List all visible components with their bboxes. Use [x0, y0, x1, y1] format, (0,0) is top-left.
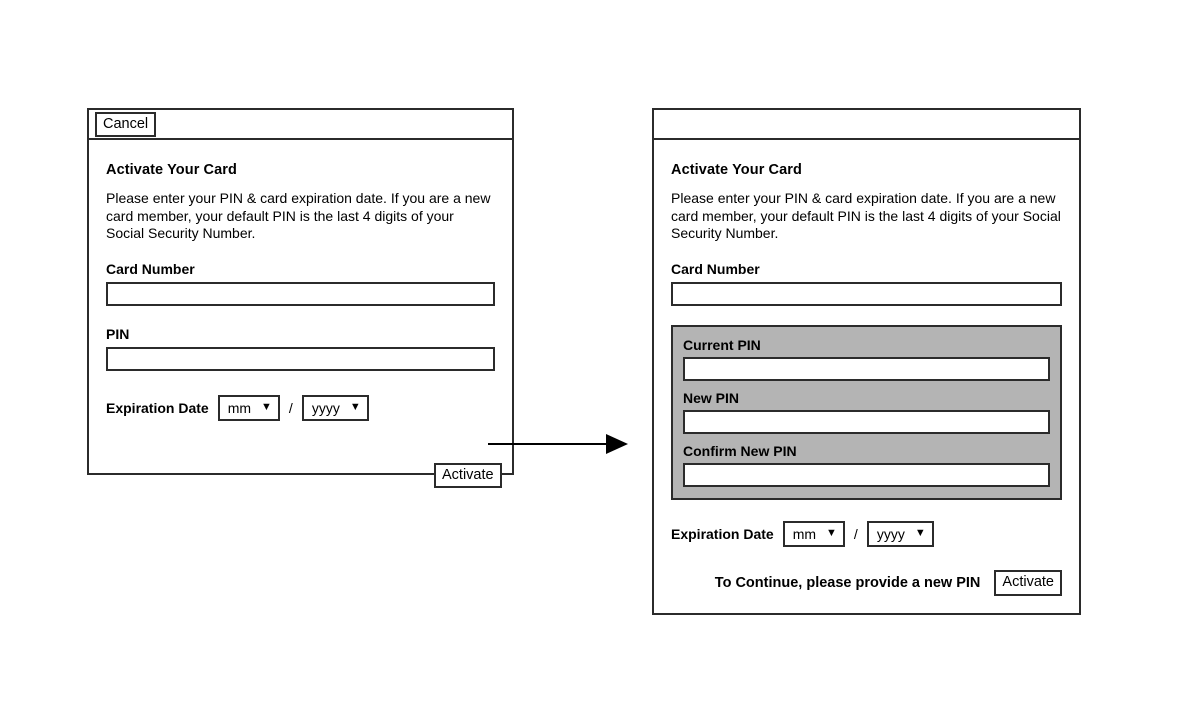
chevron-down-icon: ▼ [826, 527, 837, 539]
current-pin-input[interactable] [683, 356, 1050, 381]
cancel-button[interactable]: Cancel [95, 112, 157, 137]
expiration-date-row: Expiration Date mm ▼ / yyyy ▼ [671, 520, 1062, 547]
page-title: Activate Your Card [671, 162, 802, 178]
panel-body-left: Activate Your Card Please enter your PIN… [89, 140, 512, 488]
continue-message: To Continue, please provide a new PIN [714, 574, 981, 591]
card-number-input[interactable] [671, 281, 1062, 306]
chevron-down-icon: ▼ [349, 401, 361, 413]
flow-arrow [488, 434, 628, 454]
expiration-date-row: Expiration Date mm ▼ / yyyy ▼ [106, 394, 495, 421]
expiration-year-value: yyyy [876, 525, 905, 542]
expiration-month-value: mm [792, 525, 817, 542]
expiration-year-select[interactable]: yyyy ▼ [866, 520, 934, 547]
expiration-month-value: mm [227, 399, 252, 416]
date-separator: / [288, 399, 293, 416]
page-title: Activate Your Card [106, 162, 237, 178]
current-pin-label: Current PIN [683, 336, 761, 353]
chevron-down-icon: ▼ [914, 527, 926, 539]
pin-change-group: Current PIN New PIN Confirm New PIN [671, 324, 1062, 500]
panel-header-left: Cancel [89, 110, 512, 140]
card-number-label: Card Number [106, 260, 195, 277]
pin-input[interactable] [106, 346, 495, 371]
intro-text: Please enter your PIN & card expiration … [671, 190, 1061, 241]
expiration-month-select[interactable]: mm ▼ [782, 520, 845, 547]
expiration-date-label: Expiration Date [671, 525, 774, 542]
card-number-label: Card Number [671, 260, 760, 277]
panel-header-right [654, 110, 1079, 140]
confirm-new-pin-input[interactable] [683, 462, 1050, 487]
card-activation-panel-new-pin: Activate Your Card Please enter your PIN… [652, 108, 1081, 615]
expiration-year-value: yyyy [311, 399, 340, 416]
card-activation-panel-initial: Cancel Activate Your Card Please enter y… [87, 108, 514, 488]
new-pin-input[interactable] [683, 409, 1050, 434]
expiration-date-label: Expiration Date [106, 399, 209, 416]
panel-body-right: Activate Your Card Please enter your PIN… [654, 140, 1079, 613]
confirm-new-pin-label: Confirm New PIN [683, 442, 797, 459]
expiration-year-select[interactable]: yyyy ▼ [301, 394, 369, 421]
date-separator: / [853, 525, 858, 542]
intro-text: Please enter your PIN & card expiration … [106, 190, 491, 241]
pin-label: PIN [106, 325, 130, 342]
card-number-input[interactable] [106, 281, 495, 306]
chevron-down-icon: ▼ [261, 401, 272, 413]
activate-button[interactable]: Activate [994, 569, 1062, 596]
continue-row: To Continue, please provide a new PIN Ac… [671, 569, 1062, 596]
activate-button[interactable]: Activate [434, 463, 502, 488]
new-pin-label: New PIN [683, 389, 740, 406]
expiration-month-select[interactable]: mm ▼ [217, 394, 280, 421]
